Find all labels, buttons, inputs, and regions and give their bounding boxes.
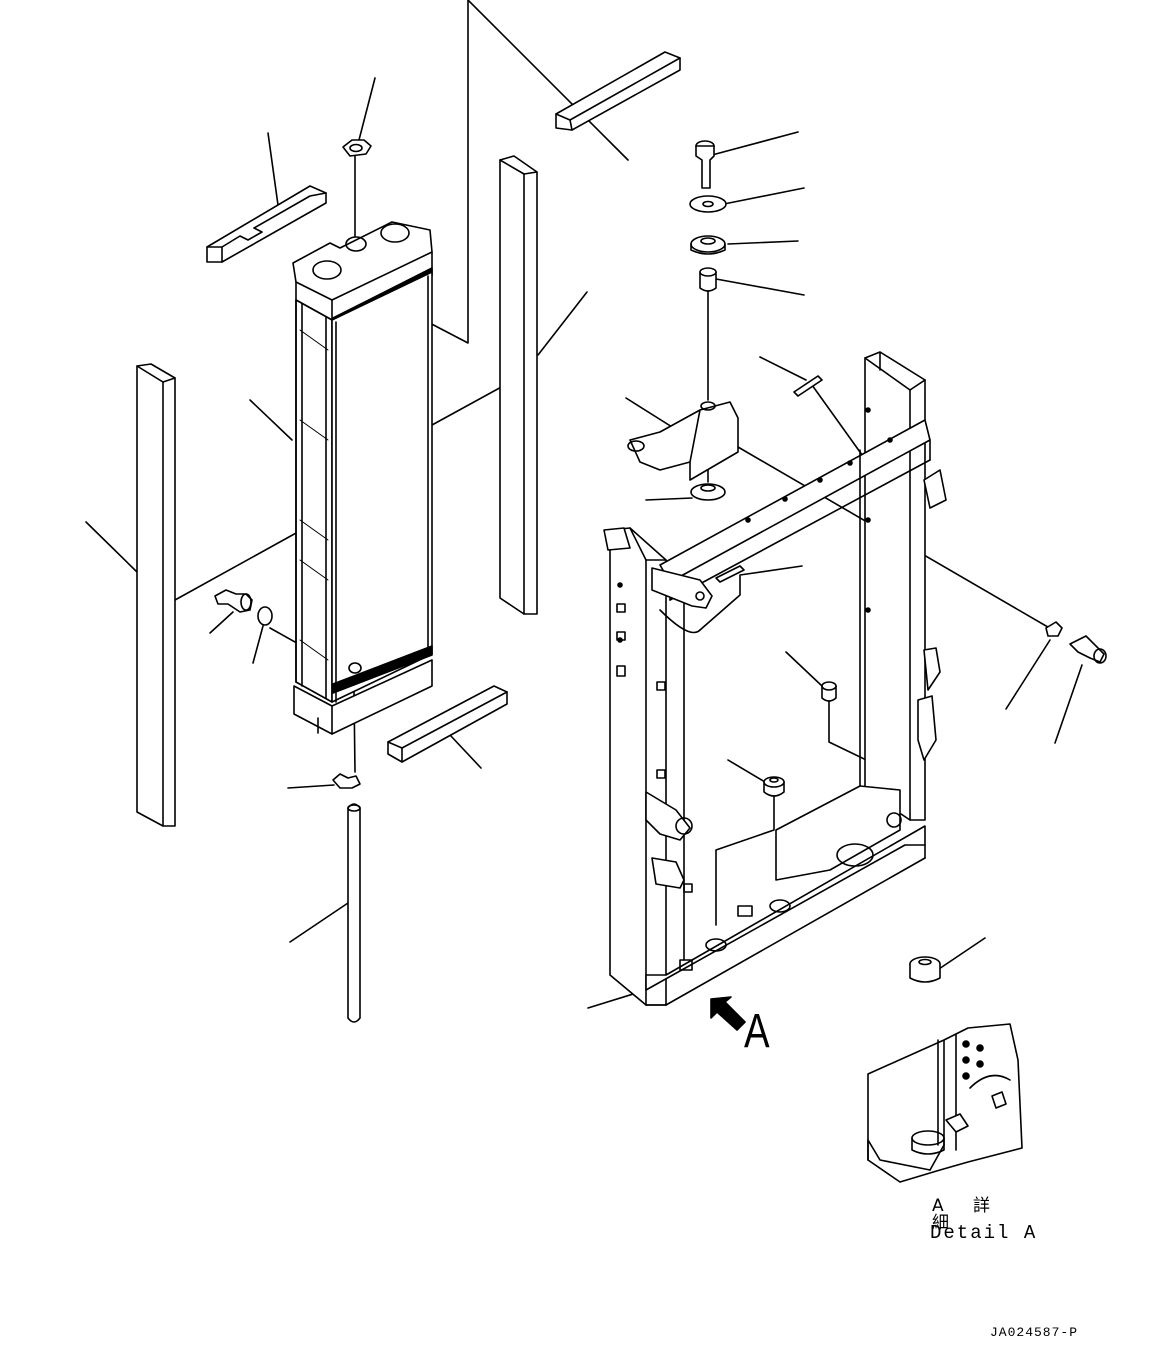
- radiator-cap: [342, 139, 372, 157]
- shim-plate-lower: [715, 565, 745, 583]
- mount-bolt: [695, 140, 715, 189]
- detail-a-caption-japanese: A 詳 細: [932, 1196, 1003, 1233]
- radiator-core: [292, 221, 433, 735]
- shroud-frame: [603, 351, 947, 1006]
- upper-right-seal: [555, 51, 681, 131]
- drain-hose: [347, 803, 361, 1023]
- frame-collar-lower: [763, 776, 785, 797]
- view-arrow-icon: [710, 996, 746, 1031]
- spacer-sleeve: [699, 267, 717, 292]
- side-washer: [1045, 621, 1063, 637]
- view-a-label: A: [744, 1005, 770, 1058]
- right-tall-seal: [499, 155, 538, 615]
- flat-washer: [689, 195, 727, 213]
- o-ring: [257, 606, 273, 626]
- rubber-mount-upper: [690, 235, 726, 255]
- left-tall-seal: [136, 363, 176, 827]
- shim-plate: [793, 375, 823, 397]
- support-bracket: [627, 401, 739, 481]
- detail-a-view: [867, 956, 1023, 1183]
- drain-plug: [332, 773, 361, 789]
- upper-left-seal: [206, 185, 327, 263]
- lower-seal: [387, 685, 508, 763]
- frame-collar-upper: [821, 681, 837, 702]
- rubber-mount-lower: [690, 483, 726, 501]
- drain-valve: [214, 589, 253, 613]
- side-bolt: [1069, 635, 1107, 664]
- drawing-number: JA024587-P: [990, 1325, 1079, 1340]
- detail-a-caption-english: Detail A: [930, 1222, 1038, 1244]
